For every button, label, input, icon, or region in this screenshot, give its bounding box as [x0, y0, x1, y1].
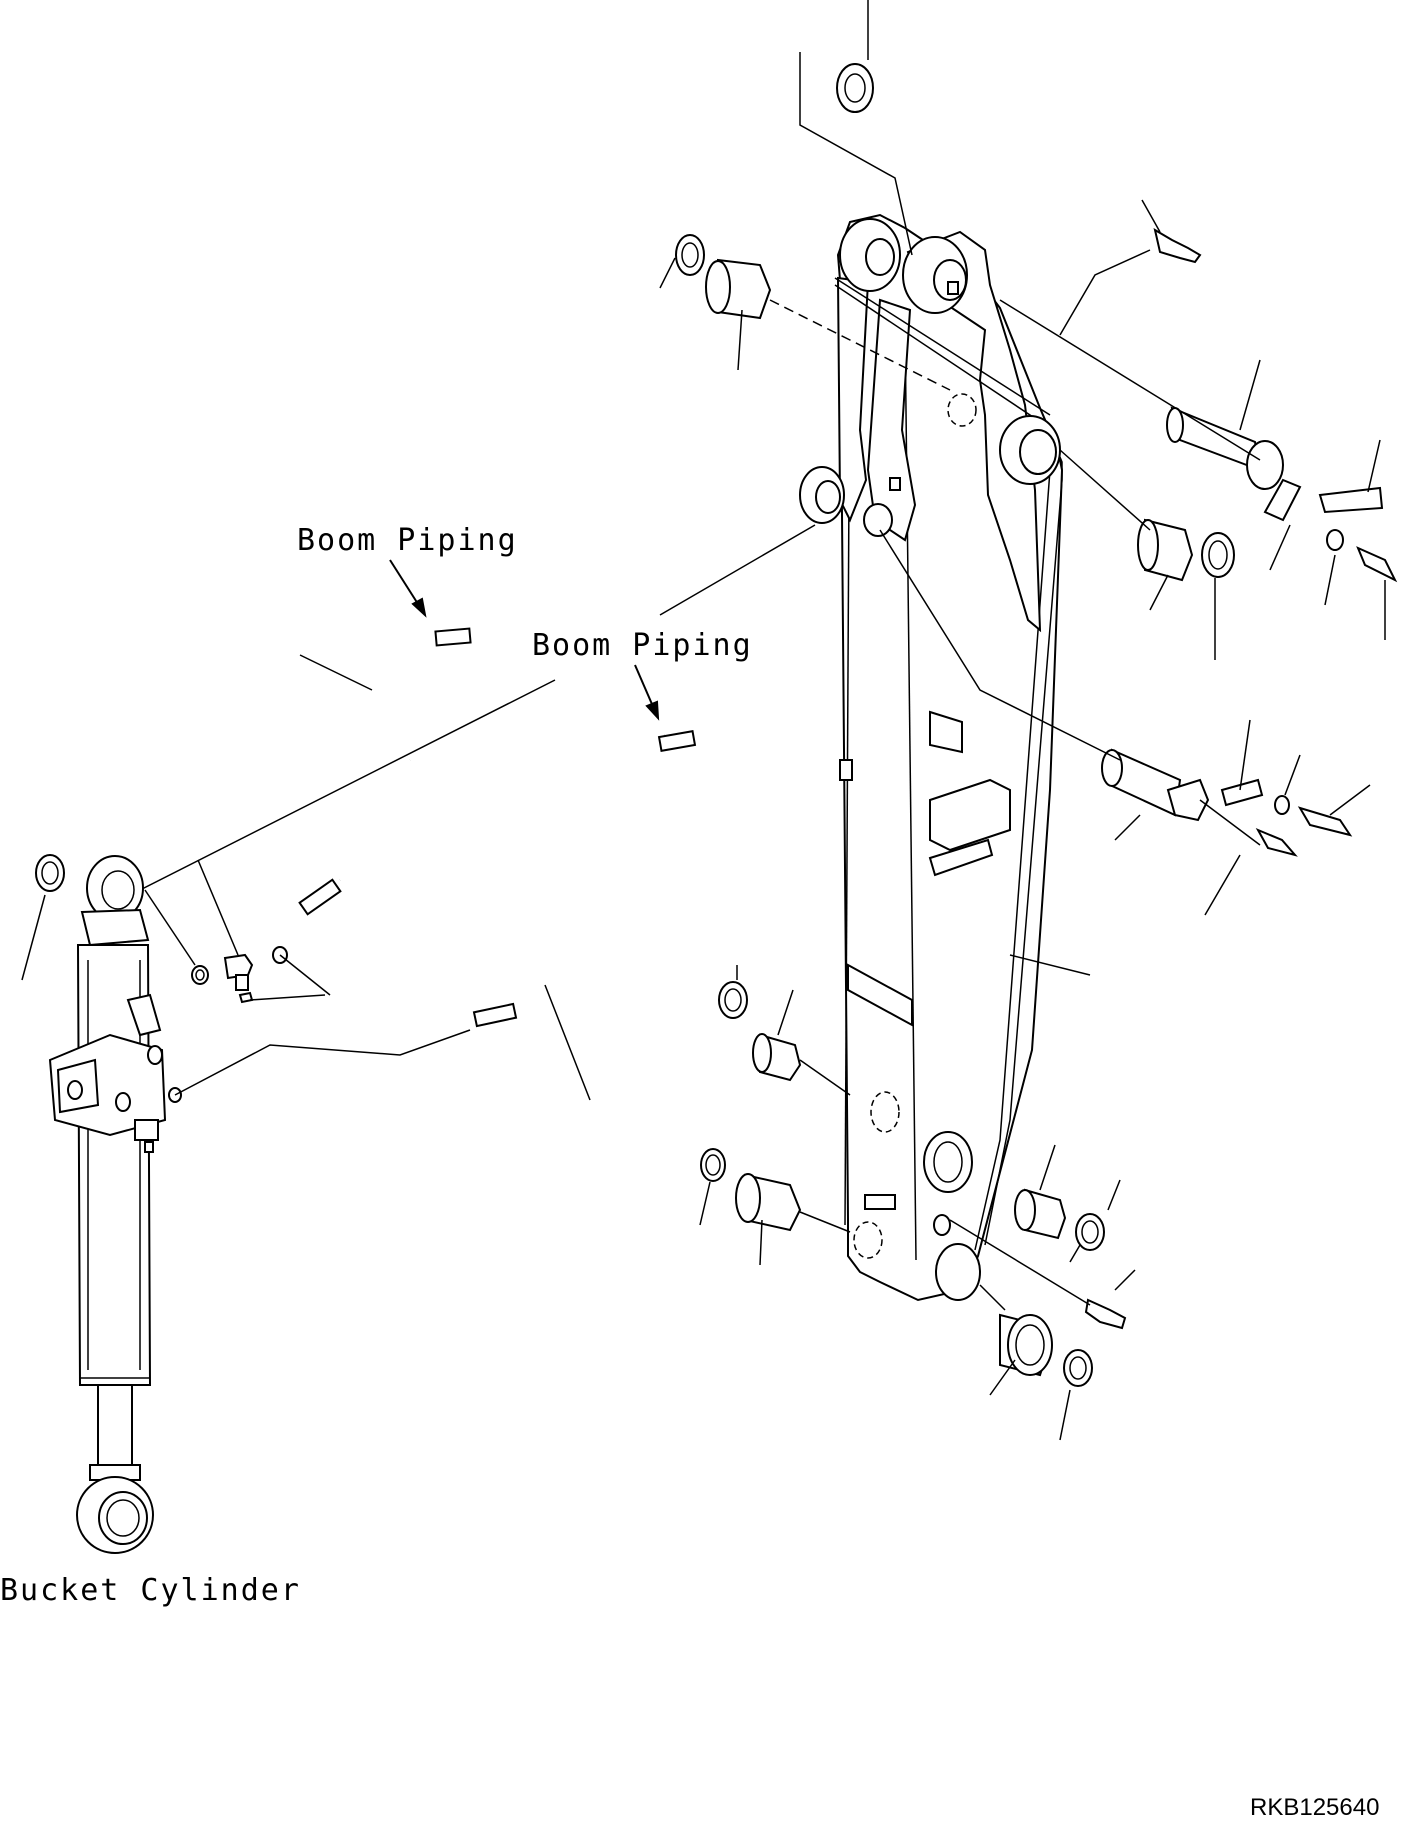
drawing-code: RKB125640 — [1250, 1794, 1379, 1821]
bucket-cylinder-label: Bucket Cylinder — [0, 1573, 301, 1608]
loose-parts — [659, 0, 1398, 1441]
boom-piping-label-1: Boom Piping — [297, 523, 518, 558]
bucket-cylinder — [21, 854, 471, 1554]
boom-piping — [139, 524, 816, 1101]
shim — [836, 63, 874, 113]
boom-piping-label-2: Boom Piping — [532, 628, 753, 663]
arm-assembly — [799, 213, 1064, 1302]
